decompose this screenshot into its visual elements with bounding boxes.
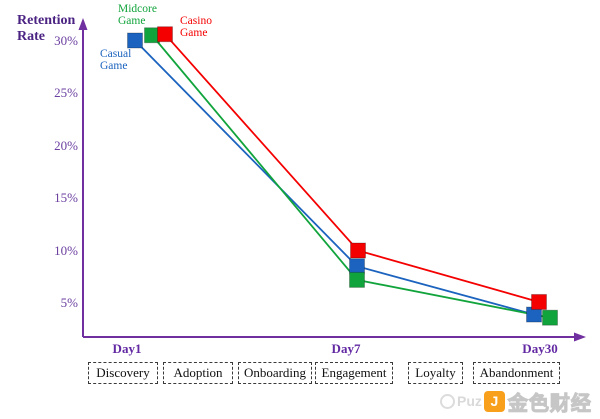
series-label-casino-game: Casino Game	[180, 15, 212, 40]
stage-box-discovery: Discovery	[88, 362, 158, 384]
x-category-label-day30: Day30	[522, 341, 558, 356]
y-tick-label: 5%	[60, 295, 78, 310]
y-tick-label: 30%	[54, 32, 78, 48]
series-line-casual-game	[134, 39, 535, 316]
watermark-prefix-text: Puz	[457, 393, 482, 409]
stage-box-adoption: Adoption	[163, 362, 233, 384]
y-tick-label: 20%	[54, 137, 78, 153]
stage-box-engagement: Engagement	[315, 362, 393, 384]
x-axis-arrow-icon	[574, 332, 586, 342]
watermark-logo-icon: J	[483, 390, 505, 412]
marker-midcore-game-day30	[542, 309, 558, 326]
stage-box-abandonment: Abandonment	[473, 362, 560, 384]
watermark-face-icon	[440, 393, 455, 409]
watermark: Puz J 金色财经	[440, 388, 592, 415]
y-tick-label: 25%	[54, 85, 78, 100]
marker-casual-game-day7	[349, 258, 365, 275]
y-axis-arrow-icon	[78, 18, 88, 30]
marker-casual-game-day1	[127, 32, 143, 49]
marker-casino-game-day1	[157, 26, 173, 43]
stage-box-onboarding: Onboarding	[238, 362, 312, 384]
marker-casino-game-day7	[350, 242, 366, 259]
marker-casino-game-day30	[531, 293, 547, 310]
y-axis-title: Retention Rate	[17, 13, 76, 44]
y-tick-label: 15%	[54, 190, 78, 205]
stage-box-loyalty: Loyalty	[408, 362, 463, 384]
y-tick-label: 10%	[54, 242, 78, 258]
x-category-label-day1: Day1	[112, 341, 142, 356]
series-label-midcore-game: Midcore Game	[118, 3, 157, 28]
series-label-casual-game: Casual Game	[100, 48, 132, 73]
watermark-brand-text: 金色财经	[507, 392, 592, 415]
marker-midcore-game-day7	[349, 271, 365, 288]
x-category-label-day7: Day7	[331, 341, 361, 356]
